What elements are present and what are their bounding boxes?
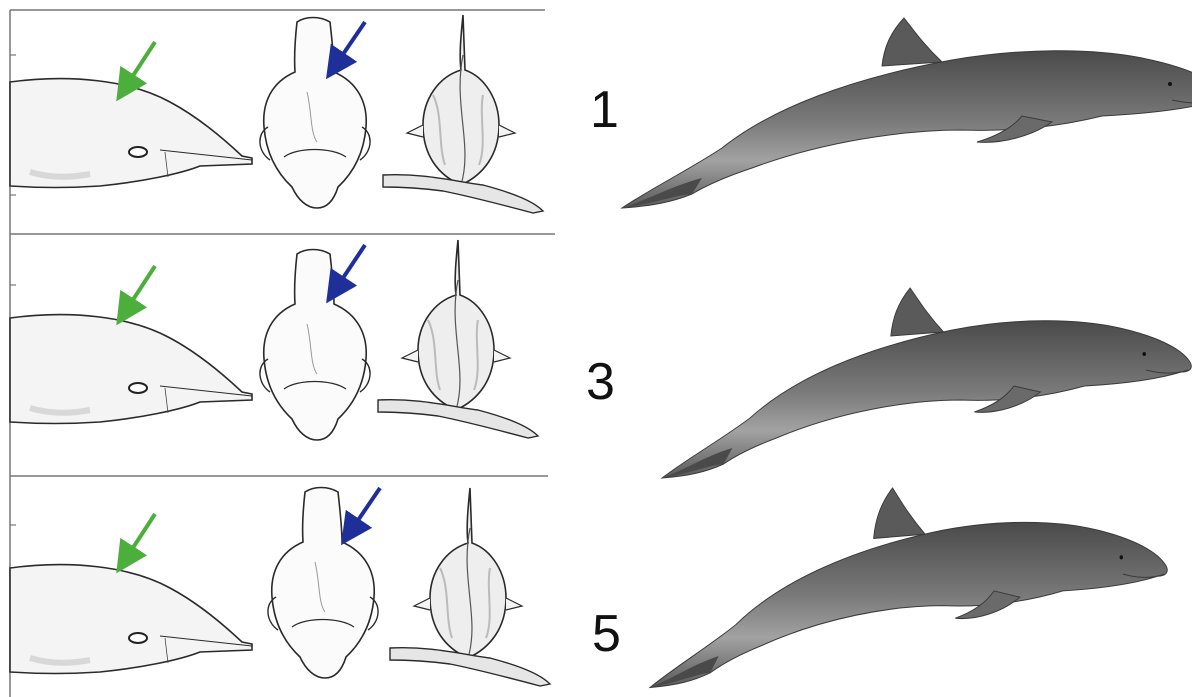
ventral-sketch-2 bbox=[378, 240, 538, 438]
dorsal-sketch-2 bbox=[260, 250, 370, 441]
head-sketch-2 bbox=[10, 315, 252, 424]
head-sketch-3 bbox=[10, 565, 252, 674]
ventral-sketch-1 bbox=[383, 15, 543, 213]
blue-arrow-icon bbox=[335, 245, 365, 290]
blue-arrow-icon bbox=[350, 488, 380, 532]
blue-arrow-icon bbox=[335, 22, 365, 66]
head-sketch-1 bbox=[10, 79, 252, 188]
ventral-sketch-3 bbox=[390, 488, 550, 686]
row-3-sketches bbox=[10, 488, 550, 687]
green-arrow-icon bbox=[125, 514, 155, 560]
dolphin-render-3 bbox=[662, 288, 1191, 478]
green-arrow-icon bbox=[125, 42, 155, 88]
dolphin-render-5 bbox=[650, 488, 1167, 688]
row-2-sketches bbox=[10, 240, 538, 440]
row-number-5: 5 bbox=[592, 608, 621, 660]
dolphin-render-1 bbox=[622, 18, 1192, 208]
row-1-sketches bbox=[10, 15, 543, 213]
row-number-3: 3 bbox=[586, 356, 615, 408]
dorsal-sketch-1 bbox=[260, 18, 370, 209]
row-number-1: 1 bbox=[590, 84, 619, 136]
green-arrow-icon bbox=[125, 266, 155, 312]
